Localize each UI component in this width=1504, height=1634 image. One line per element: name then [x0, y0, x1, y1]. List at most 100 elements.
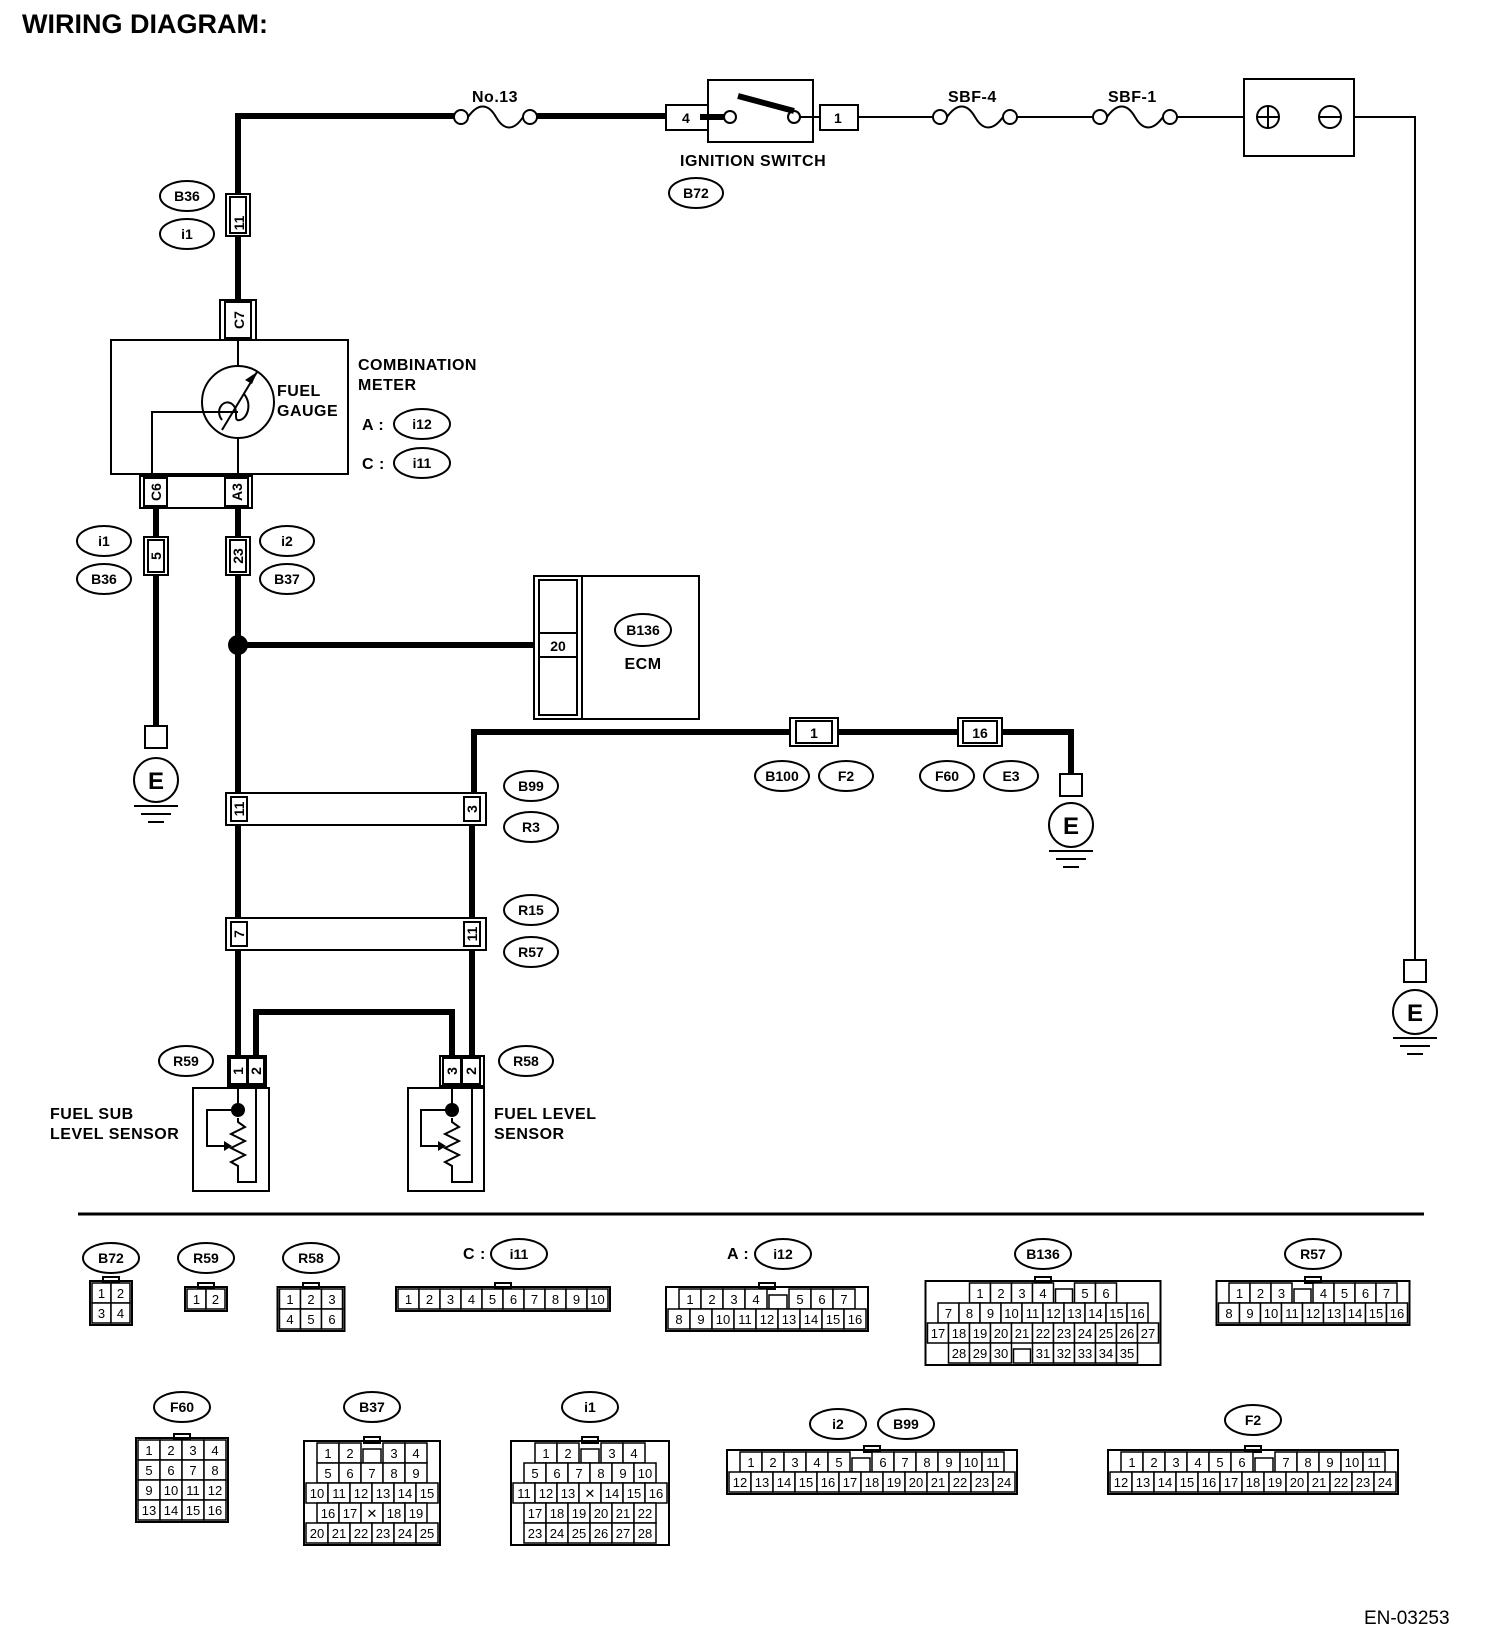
combination-meter: C7 FUEL GAUGE COMBINATION METER A : i12 …: [110, 299, 476, 509]
pin-5: 5: [148, 552, 164, 560]
connector-pin: 4: [1194, 1455, 1201, 1470]
connector-pin: 14: [398, 1486, 412, 1501]
connector-pin: 23: [1356, 1475, 1370, 1490]
connector-pin: 12: [208, 1483, 222, 1498]
connector-pin: 1: [976, 1286, 983, 1301]
connector-pin: 14: [1088, 1306, 1102, 1321]
connector-pin: 7: [901, 1455, 908, 1470]
connector-pin: 17: [528, 1506, 542, 1521]
pin-b36-11: 11: [231, 215, 247, 230]
connector-pin: 5: [324, 1466, 331, 1481]
connector-pin: 1: [324, 1446, 331, 1461]
connector-pin: 7: [531, 1292, 538, 1307]
meter-a-label: A :: [362, 417, 384, 434]
tag-r58: R58: [513, 1053, 539, 1069]
ignition-pin-4: 4: [682, 110, 690, 126]
connector-pin: 9: [1326, 1455, 1333, 1470]
connector-pin: 27: [1141, 1326, 1155, 1341]
connector-pin: 9: [145, 1483, 152, 1498]
connector-pin: 6: [1102, 1286, 1109, 1301]
connector-pin: 17: [931, 1326, 945, 1341]
connector-pin: 7: [189, 1463, 196, 1478]
connector-pin: 21: [332, 1526, 346, 1541]
connector-pin: 31: [1036, 1346, 1050, 1361]
connector-tag: R59: [193, 1250, 219, 1266]
connector-pin: 13: [1067, 1306, 1081, 1321]
pin-b99-11: 11: [231, 801, 247, 816]
connector-pin: 23: [376, 1526, 390, 1541]
tag-i2: i2: [281, 533, 293, 549]
connector-pin: 1: [747, 1455, 754, 1470]
connector-pin: 1: [686, 1292, 693, 1307]
connector-pin: 6: [1362, 1286, 1369, 1301]
tag-i11: i11: [413, 455, 432, 471]
connector-pin: 9: [945, 1455, 952, 1470]
connector-pin: 12: [1306, 1306, 1320, 1321]
connector-pin: 9: [697, 1312, 704, 1327]
connector-pin: 5: [1081, 1286, 1088, 1301]
connector-pin: 3: [189, 1443, 196, 1458]
connector-pin: 11: [1285, 1306, 1299, 1321]
connector-pin: 12: [1114, 1475, 1128, 1490]
connector-pin: 6: [510, 1292, 517, 1307]
connector-pin: 12: [760, 1312, 774, 1327]
tag-b100: B100: [765, 768, 799, 784]
fusible-link-sbf4: SBF-4: [932, 89, 1018, 129]
battery: [1243, 78, 1355, 157]
connector-tag: i2: [832, 1416, 844, 1432]
fuel-sub-label-1: FUEL SUB: [50, 1106, 134, 1123]
connector-pin: 7: [575, 1466, 582, 1481]
left-ground-circuit: 5 i1 B36: [76, 508, 169, 726]
connector-pin: ✕: [585, 1486, 596, 1501]
connector-pin: 8: [1225, 1306, 1232, 1321]
tag-i12: i12: [412, 416, 432, 432]
connector-pin: 6: [818, 1292, 825, 1307]
connector-pin: 3: [1172, 1455, 1179, 1470]
connector-tag: R57: [1300, 1246, 1326, 1262]
connector-pin: 3: [730, 1292, 737, 1307]
connector-pin: 10: [638, 1466, 652, 1481]
connector-pin: 7: [945, 1306, 952, 1321]
connector-tag: i1: [584, 1399, 596, 1415]
connector-pin: 35: [1120, 1346, 1134, 1361]
connector-pin: 3: [1278, 1286, 1285, 1301]
connector-pin: 24: [1378, 1475, 1392, 1490]
connector-pin: 17: [343, 1506, 357, 1521]
connector-pin: 3: [791, 1455, 798, 1470]
connector-pin: 10: [1345, 1455, 1359, 1470]
tag-b36-lower: B36: [91, 571, 117, 587]
connector-tag: F60: [170, 1399, 194, 1415]
ground-middle: E: [1048, 773, 1094, 868]
connector-pin: 11: [1026, 1306, 1040, 1321]
pin-f60-16: 16: [972, 725, 988, 741]
connector-tag: F2: [1245, 1412, 1262, 1428]
connector-pin: 17: [1224, 1475, 1238, 1490]
connector-pin: 13: [561, 1486, 575, 1501]
connector-pin: 23: [1057, 1326, 1071, 1341]
connector-pin: 21: [931, 1475, 945, 1490]
connector-pin: 8: [966, 1306, 973, 1321]
connector-pin: 13: [1327, 1306, 1341, 1321]
svg-text:E: E: [1063, 813, 1079, 840]
connector-pin: 3: [608, 1446, 615, 1461]
connector-pin: 2: [1257, 1286, 1264, 1301]
connector-pin: 5: [1341, 1286, 1348, 1301]
connector-pin: 18: [550, 1506, 564, 1521]
connector-pin: 4: [752, 1292, 759, 1307]
connector-pin: 9: [573, 1292, 580, 1307]
tag-b99: B99: [518, 778, 544, 794]
connector-pin: ✕: [367, 1506, 378, 1521]
pin-a3: A3: [229, 483, 245, 501]
connector-pin: 14: [1158, 1475, 1172, 1490]
connector-pin: 6: [328, 1312, 335, 1327]
connector-pin: 4: [117, 1306, 124, 1321]
connector-pin: 12: [539, 1486, 553, 1501]
connector-pin: 1: [542, 1446, 549, 1461]
ground-left: E: [133, 725, 179, 823]
connector-pin: 21: [1015, 1326, 1029, 1341]
